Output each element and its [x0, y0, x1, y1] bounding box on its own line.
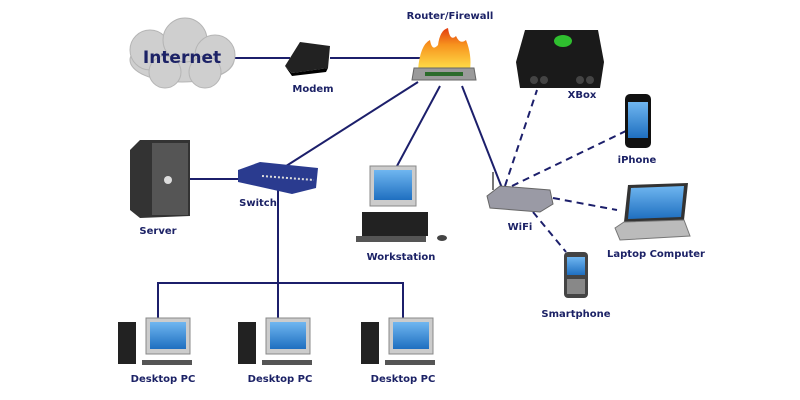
label-smartphone: Smartphone — [541, 309, 611, 320]
label-iphone: iPhone — [617, 155, 657, 166]
label-workstation: Workstation — [366, 252, 436, 263]
cloud-icon — [129, 17, 236, 89]
desktop-pc-icon — [118, 317, 192, 365]
modem-icon — [285, 42, 330, 76]
firewall-router-icon — [411, 28, 477, 81]
label-desktop-pc: Desktop PC — [247, 374, 313, 385]
wireless-iphone — [511, 129, 629, 187]
xbox-icon — [516, 30, 604, 88]
label-modem: Modem — [292, 84, 334, 95]
iphone-icon — [625, 94, 651, 148]
label-server: Server — [139, 226, 177, 237]
desktop-pc-icon — [238, 317, 312, 365]
label-wifi: WiFi — [507, 222, 533, 233]
wifi-router-icon — [486, 172, 554, 213]
label-internet: Internet — [142, 48, 222, 68]
label-switch: Switch — [239, 198, 277, 209]
wireless-smartphone — [532, 211, 567, 253]
label-xbox: XBox — [567, 90, 597, 101]
desktop-pcs — [118, 317, 435, 365]
wired-links — [157, 57, 503, 318]
label-desktop-pc: Desktop PC — [130, 374, 196, 385]
label-router: Router/Firewall — [406, 11, 494, 22]
link-router-switch — [282, 81, 419, 169]
label-laptop: Laptop Computer — [607, 249, 705, 260]
label-desktop-pc: Desktop PC — [370, 374, 436, 385]
switch-icon — [238, 162, 318, 194]
desktop-pc-icon — [361, 317, 435, 365]
server-icon — [130, 140, 190, 218]
smartphone-icon — [564, 252, 588, 298]
link-desktop-bus — [157, 282, 404, 318]
workstation-icon — [356, 165, 447, 242]
wireless-laptop — [552, 197, 618, 211]
laptop-icon — [614, 183, 691, 241]
wireless-xbox — [504, 89, 538, 187]
link-router-wifi — [461, 85, 503, 189]
link-router-workstation — [396, 85, 441, 167]
wireless-links — [504, 89, 629, 253]
